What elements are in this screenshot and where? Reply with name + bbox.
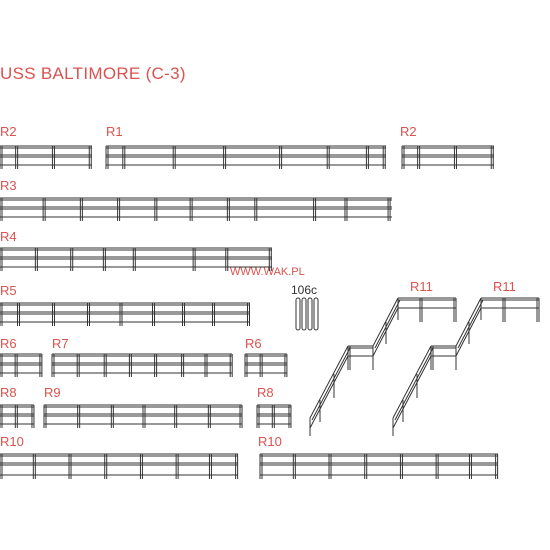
railing-r9 <box>43 404 243 428</box>
stair-railing-r11-left <box>309 297 457 436</box>
label-r3: R3 <box>0 178 17 193</box>
label-r6-left: R6 <box>0 336 17 351</box>
railing-r2-right <box>401 145 494 169</box>
railing-r7 <box>51 353 233 377</box>
label-r8-left: R8 <box>0 385 17 400</box>
sheet-title: USS BALTIMORE (C-3) <box>0 64 186 83</box>
label-r1: R1 <box>106 124 123 139</box>
label-r2-left: R2 <box>0 124 17 139</box>
stair-railing-r11-right <box>392 297 540 436</box>
label-r10-left: R10 <box>0 434 24 449</box>
part-106c-loops <box>295 297 319 331</box>
railing-r1 <box>105 145 386 169</box>
label-r4: R4 <box>0 229 17 244</box>
railing-r8-left <box>0 404 35 428</box>
railing-r10-left <box>0 453 239 479</box>
label-r7: R7 <box>52 336 69 351</box>
railing-r4 <box>0 247 272 271</box>
label-r9: R9 <box>44 385 61 400</box>
railing-r6-left <box>0 353 43 377</box>
label-r2-right: R2 <box>400 124 417 139</box>
label-r11-right: R11 <box>493 279 516 294</box>
railing-r8-right <box>256 404 292 428</box>
railing-r5 <box>0 302 250 326</box>
label-106c: 106c <box>291 283 318 297</box>
railing-r6-right <box>244 353 288 377</box>
railing-r2-left <box>0 145 92 169</box>
label-r11-left: R11 <box>410 279 433 294</box>
railing-r10-right <box>259 453 499 479</box>
label-r10-right: R10 <box>258 434 282 449</box>
website-url: WWW.WAK.PL <box>230 266 305 278</box>
label-r8-right: R8 <box>257 385 274 400</box>
label-r5: R5 <box>0 283 17 298</box>
label-r6-right: R6 <box>245 336 262 351</box>
railing-r3 <box>0 197 392 221</box>
